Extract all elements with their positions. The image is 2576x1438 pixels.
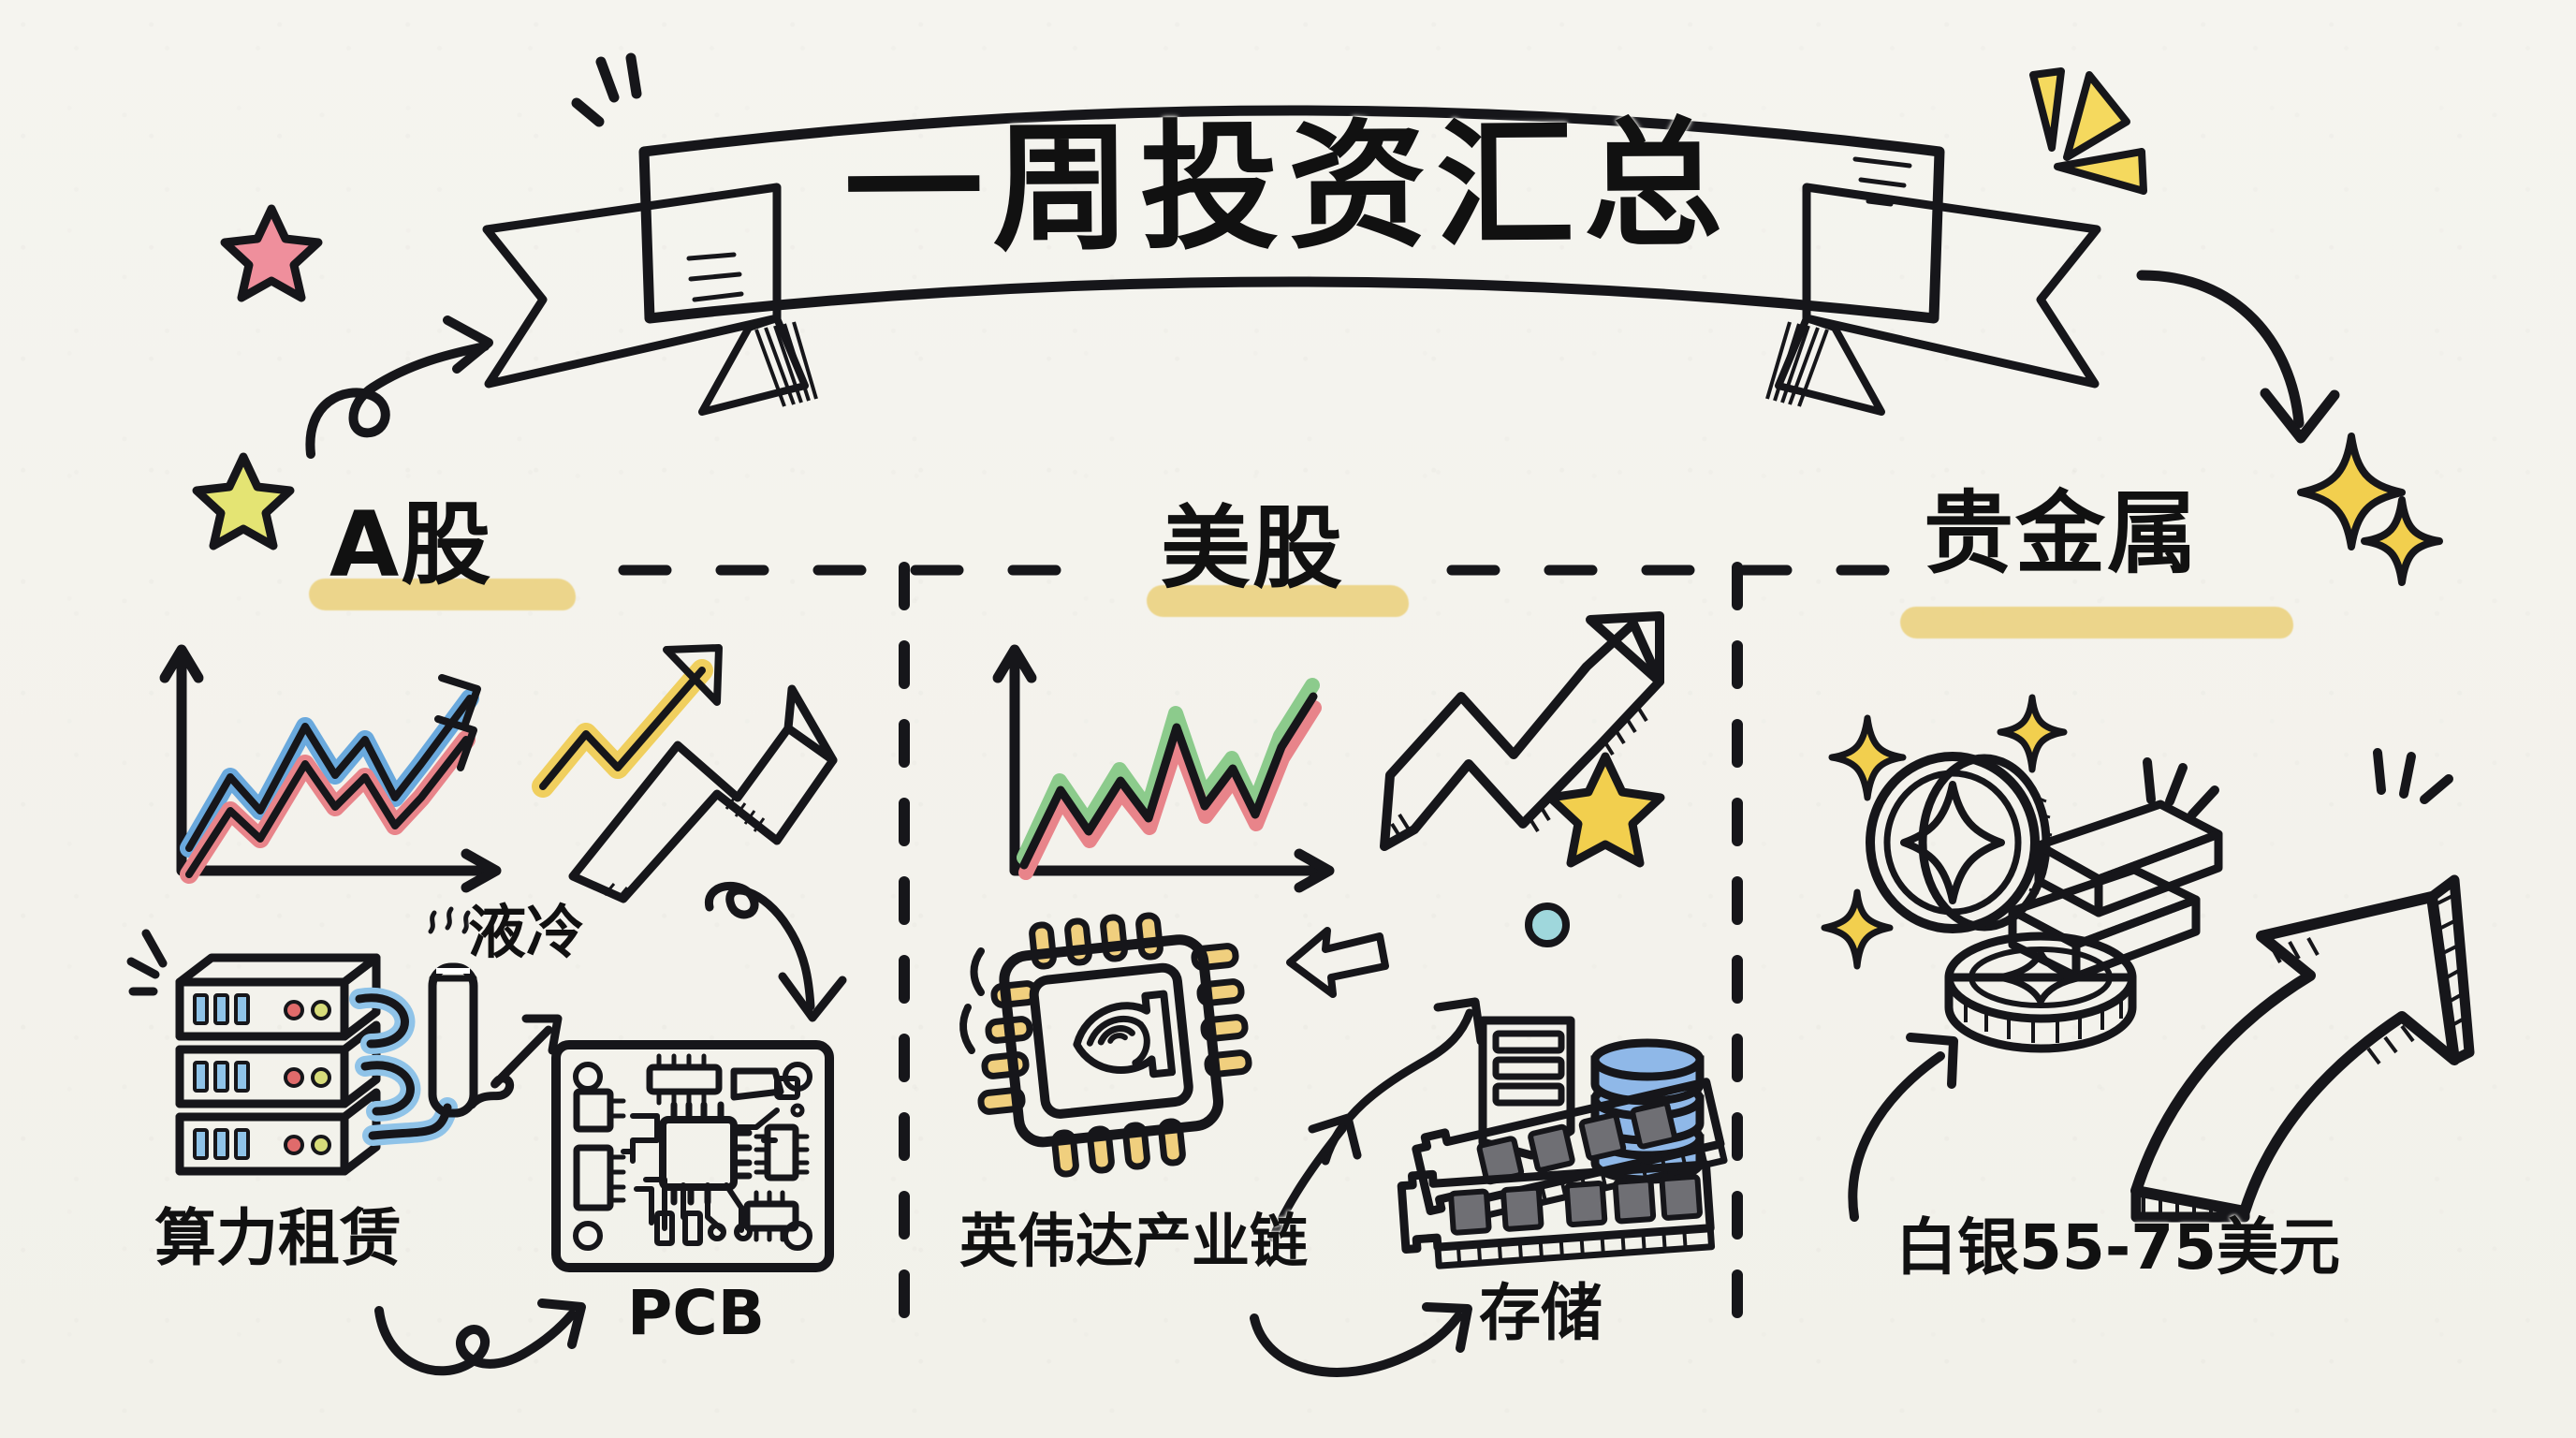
sparkle-left-tiny — [1827, 713, 1908, 808]
blue-dot-decoration — [1521, 899, 1573, 956]
gold-bars-icon — [1994, 772, 2275, 983]
nvidia-to-storage-arrow — [1245, 1301, 1488, 1409]
metals-accent-ticks — [2125, 749, 2247, 857]
sparkle-large — [2295, 431, 2408, 557]
metals-accent-ticks-2 — [2359, 741, 2481, 849]
sparkle-small — [2359, 494, 2445, 593]
metals-curved-arrow — [1830, 1020, 1998, 1231]
divider-us-stocks-precious-metals — [1727, 562, 1748, 1353]
leasing-to-pcb-arrow — [370, 1294, 613, 1411]
server-rack-icon — [126, 906, 524, 1198]
blue-3d-zigzag-arrow-icon — [1362, 599, 1680, 903]
curved-arrow-right — [2125, 253, 2349, 473]
a-shares-line-chart — [140, 637, 534, 913]
chart-to-pcb-arrow — [693, 875, 861, 1049]
caption-liquid-cooling: 液冷 — [468, 898, 585, 966]
divider-a-shares-us-stocks — [894, 562, 915, 1353]
caption-pcb: PCB — [627, 1277, 766, 1349]
caption-nvidia-supply-chain: 英伟达产业链 — [959, 1207, 1309, 1275]
us-stocks-line-chart — [973, 637, 1367, 913]
heading-dash-connector-left — [618, 560, 1114, 585]
accent-ticks-topleft — [562, 45, 665, 153]
caption-storage: 存储 — [1479, 1277, 1603, 1349]
precious-metals-heading-highlight — [1900, 607, 2293, 638]
heading-dash-connector-right — [1446, 560, 1919, 585]
title-ribbon — [468, 37, 2115, 431]
section-heading-us-stocks: 美股 — [1161, 496, 1344, 601]
section-heading-a-shares: A股 — [329, 492, 493, 597]
red-3d-arrow-icon — [552, 655, 852, 903]
curly-arrow-left — [290, 262, 524, 473]
ram-modules-icon — [1395, 1058, 1750, 1297]
sparkle-bottom-left — [1820, 888, 1895, 976]
section-heading-precious-metals: 贵金属 — [1924, 481, 2199, 586]
yellow-green-star — [192, 449, 295, 557]
silver-coin-icon — [1938, 908, 2144, 1063]
nvidia-gpu-chip-icon — [959, 912, 1301, 1222]
pink-star — [220, 201, 323, 309]
silver-3d-arrow-icon — [2087, 824, 2537, 1223]
caption-silver-price: 白银55-75美元 — [1895, 1211, 2341, 1284]
burst-triangles — [2003, 47, 2181, 220]
chip-blue-arrow — [1282, 908, 1404, 1016]
caption-compute-leasing: 算力租赁 — [154, 1202, 402, 1274]
server-to-cooling-arrow — [459, 992, 599, 1119]
sparkle-top — [1996, 693, 2069, 780]
pcb-board-icon — [543, 1030, 842, 1287]
yellow-zigzag-arrow-icon — [524, 629, 768, 821]
memory-to-chip-arrow — [1245, 1105, 1376, 1250]
page-title: 一周投资汇总 — [843, 103, 1733, 271]
yellow-star — [1544, 749, 1666, 875]
